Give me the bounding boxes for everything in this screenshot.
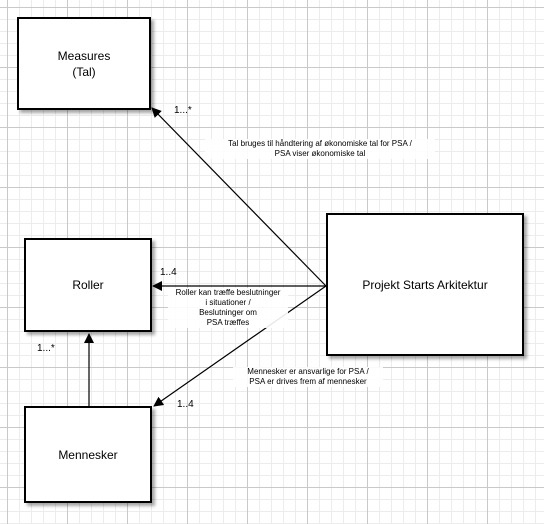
edge-measures-label: Tal bruges til håndtering af økonomiske … — [205, 139, 435, 159]
node-measures[interactable]: Measures (Tal) — [17, 17, 151, 110]
edge-roller-label-line4: PSA træffes — [206, 318, 250, 327]
edge-roller-label-line1: Roller kan træffe beslutninger — [175, 288, 281, 297]
node-measures-subtitle: (Tal) — [72, 64, 96, 79]
node-mennesker[interactable]: Mennesker — [24, 406, 152, 503]
multiplicity-measures: 1...* — [174, 105, 192, 116]
edge-roller-label-line3: Beslutninger om — [199, 308, 257, 317]
node-projekt-label: Projekt Starts Arkitektur — [362, 277, 488, 292]
edge-measures-label-line1: Tal bruges til håndtering af økonomiske … — [228, 139, 412, 148]
node-measures-title: Measures — [57, 48, 111, 63]
edge-roller-label-line2: i situationer / — [205, 298, 251, 307]
edge-mennesker-label-line1: Mennesker er ansvarlige for PSA / — [247, 367, 369, 376]
edge-projekt-to-mennesker — [153, 285, 327, 407]
node-roller-label: Roller — [72, 278, 104, 292]
edge-roller-label: Roller kan træffe beslutninger i situati… — [168, 288, 288, 328]
multiplicity-mennesker: 1..4 — [177, 399, 194, 410]
edge-mennesker-label: Mennesker er ansvarlige for PSA / PSA er… — [233, 367, 383, 387]
edge-projekt-to-measures — [151, 107, 327, 287]
edge-measures-label-line2: PSA viser økonomiske tal — [274, 149, 366, 158]
node-roller[interactable]: Roller — [24, 238, 152, 332]
node-mennesker-label: Mennesker — [58, 447, 118, 462]
multiplicity-roller: 1..4 — [160, 267, 177, 278]
node-projekt-starts-arkitektur[interactable]: Projekt Starts Arkitektur — [326, 213, 524, 356]
edge-mennesker-label-line2: PSA er drives frem af mennesker — [249, 377, 367, 386]
multiplicity-mennesker-roller: 1...* — [37, 343, 55, 354]
